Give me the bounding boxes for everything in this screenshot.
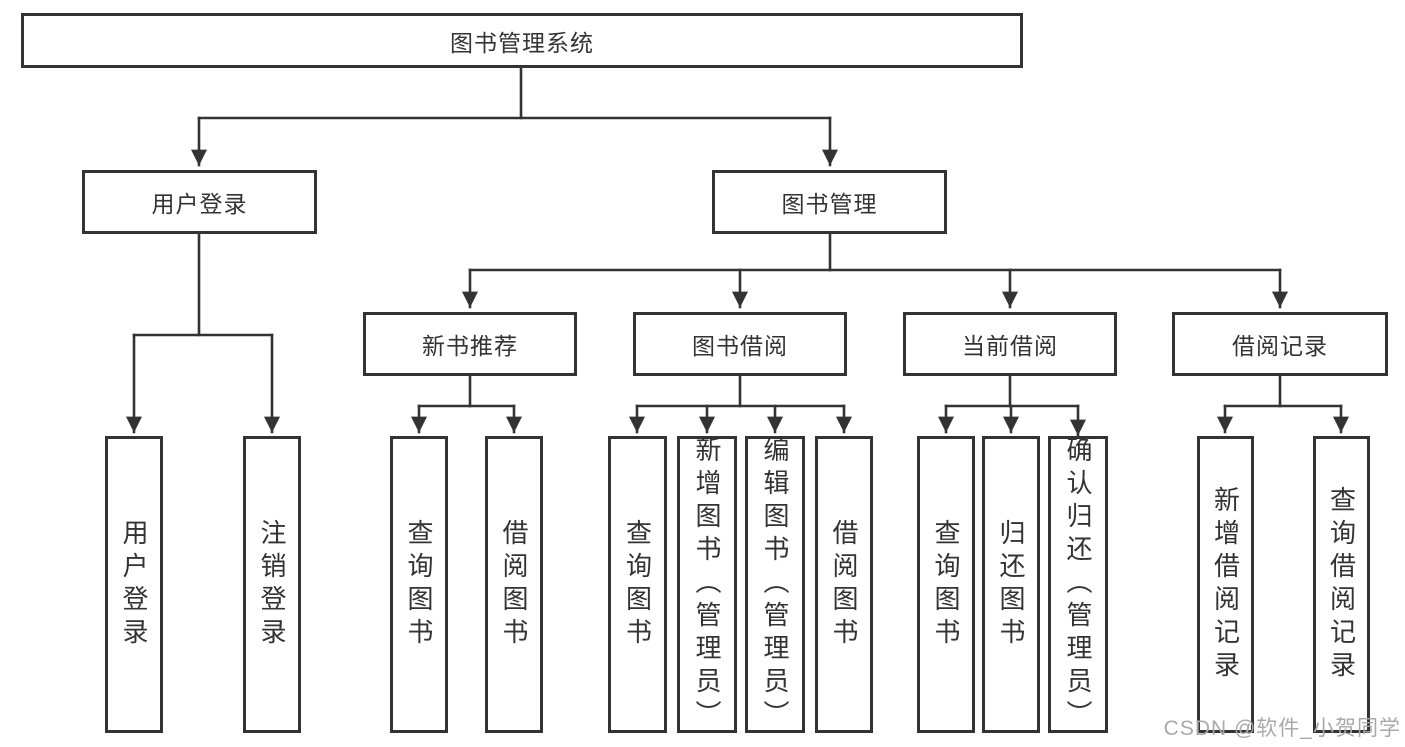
leaf-borrow-books: 借阅图书 [815,436,873,733]
leaf-add-book-admin-label: 新增图书（管理员） [692,436,722,733]
leaf-confirm-return-admin: 确认归还（管理员） [1048,436,1108,733]
leaf-borrow-books-label: 借阅图书 [829,518,859,651]
leaf-user-login: 用户登录 [105,436,163,733]
node-book-management: 图书管理 [712,170,947,234]
leaf-query-books-borrowing: 查询图书 [608,436,667,733]
watermark: CSDN @软件_小贺同学 [1163,717,1401,740]
leaf-query-books-current-label: 查询图书 [931,518,961,651]
leaf-logout: 注销登录 [243,436,301,733]
leaf-edit-book-admin-label: 编辑图书（管理员） [760,436,790,733]
leaf-add-book-admin: 新增图书（管理员） [677,436,737,733]
leaf-return-books: 归还图书 [982,436,1040,733]
leaf-query-books-recommend: 查询图书 [390,436,448,733]
node-current-borrowing: 当前借阅 [903,312,1117,376]
leaf-user-login-label: 用户登录 [119,518,149,651]
node-user-login: 用户登录 [82,170,317,234]
leaf-confirm-return-admin-label: 确认归还（管理员） [1063,436,1093,733]
leaf-borrow-books-recommend: 借阅图书 [485,436,543,733]
leaf-query-books-current: 查询图书 [917,436,975,733]
leaf-return-books-label: 归还图书 [996,518,1026,651]
leaf-borrow-books-recommend-label: 借阅图书 [499,518,529,651]
leaf-add-borrow-record-label: 新增借阅记录 [1210,485,1241,684]
node-book-borrowing: 图书借阅 [633,312,847,376]
leaf-query-books-borrowing-label: 查询图书 [622,518,653,651]
leaf-query-borrow-record-label: 查询借阅记录 [1326,485,1357,684]
leaf-edit-book-admin: 编辑图书（管理员） [745,436,805,733]
leaf-logout-label: 注销登录 [257,518,287,651]
leaf-query-books-recommend-label: 查询图书 [404,518,434,651]
leaf-add-borrow-record: 新增借阅记录 [1197,436,1254,733]
leaf-query-borrow-record: 查询借阅记录 [1313,436,1370,733]
node-borrowing-records: 借阅记录 [1172,312,1388,376]
node-library-management-system: 图书管理系统 [21,13,1023,68]
node-new-book-recommendation: 新书推荐 [363,312,577,376]
